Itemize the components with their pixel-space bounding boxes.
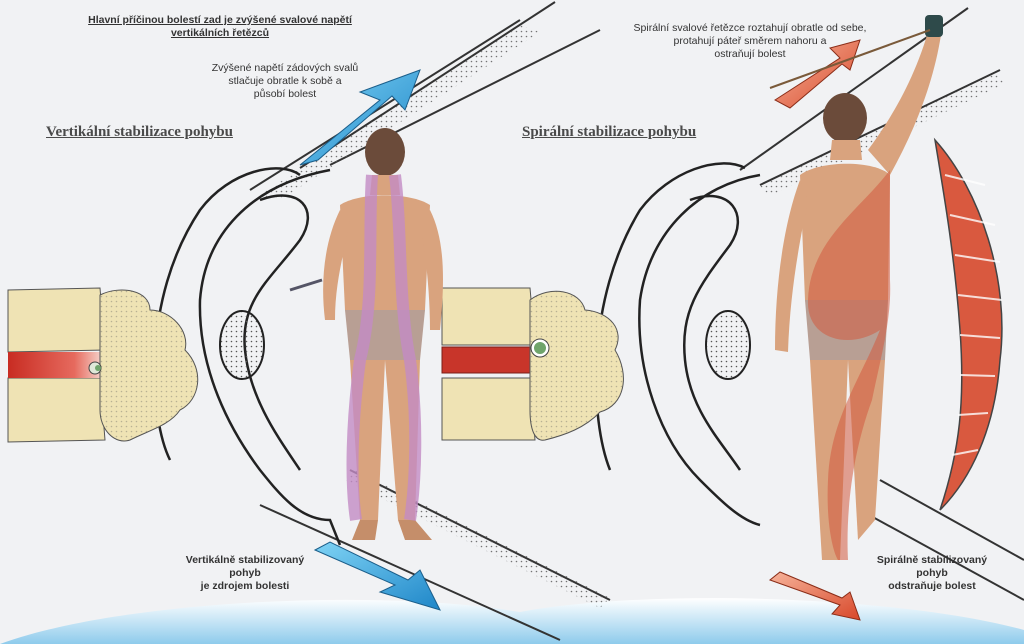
vertebra-compressed-icon	[7, 287, 199, 443]
rope-line	[769, 29, 931, 89]
vertical-conclusion-line3: je zdrojem bolesti	[200, 580, 290, 592]
compression-arrow-icon	[299, 69, 441, 611]
dotted-oval-right	[705, 310, 751, 380]
main-statement-line1: Hlavní příčinou bolestí zad je zvýšené s…	[88, 14, 352, 26]
heading-spiral: Spirální stabilizace pohybu	[522, 124, 697, 140]
spiral-conclusion-line3: odstraňuje bolest	[888, 580, 976, 592]
vertical-conclusion: Vertikálně stabilizovaný pohyb je zdroje…	[170, 554, 320, 593]
dotted-band-left-top	[260, 25, 540, 200]
compression-note-line1: Zvýšené napětí zádových svalů	[211, 62, 359, 74]
traction-note: Spirální svalové řetězce roztahují obrat…	[620, 22, 880, 61]
spiral-conclusion-line2: pohyb	[916, 567, 948, 579]
figure-spiral	[775, 15, 943, 560]
compression-note: Zvýšené napětí zádových svalů stlačuje o…	[200, 62, 370, 101]
traction-note-line3: ostraňují bolest	[714, 48, 786, 60]
facet-outline-right	[594, 162, 761, 527]
traction-note-line1: Spirální svalové řetězce roztahují obrat…	[633, 22, 867, 34]
dotted-oval-left	[219, 310, 265, 380]
main-statement-line2: vertikálních řetězců	[170, 27, 270, 39]
spiral-column	[933, 137, 1003, 511]
traction-note-line2: protahují páteř směrem nahoru a	[673, 35, 827, 47]
main-statement: Hlavní příčinou bolestí zad je zvýšené s…	[70, 14, 370, 40]
compression-note-line3: působí bolest	[253, 88, 317, 100]
traction-arrow-icon	[768, 39, 861, 621]
vertical-chain-left	[346, 174, 378, 521]
spiral-conclusion: Spirálně stabilizovaný pohyb odstraňuje …	[862, 554, 1002, 593]
vertebra-decompressed-icon	[441, 287, 624, 441]
figure-vertical	[289, 128, 443, 540]
vertical-chain-right	[389, 174, 422, 521]
heading-vertical: Vertikální stabilizace pohybu	[46, 124, 233, 140]
vertical-conclusion-line2: pohyb	[229, 567, 261, 579]
dotted-band-left-bottom	[345, 470, 610, 608]
compression-note-line2: stlačuje obratle k sobě a	[228, 75, 342, 87]
spiral-conclusion-line1: Spirálně stabilizovaný	[876, 554, 988, 566]
vertical-conclusion-line1: Vertikálně stabilizovaný	[185, 554, 305, 566]
spiral-muscle-chain	[807, 170, 891, 560]
floor-shape	[0, 598, 1024, 644]
